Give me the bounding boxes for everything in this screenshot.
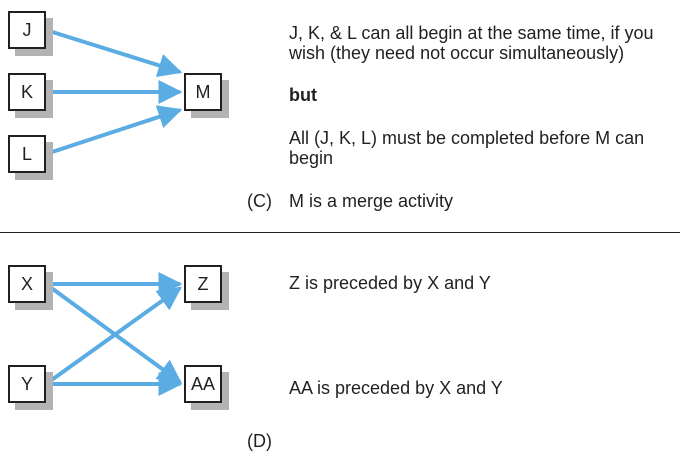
node-m: M xyxy=(184,73,222,111)
arrow-j-to-m xyxy=(45,28,183,77)
c-connector-but: but xyxy=(289,85,317,105)
arrow-x-to-aa xyxy=(44,282,182,384)
arrow-y-to-z xyxy=(44,286,182,386)
c-label: (C) xyxy=(247,191,272,211)
node-l: L xyxy=(8,135,46,173)
c-description-line-2: wish (they need not occur simultaneously… xyxy=(289,43,625,63)
node-aa: AA xyxy=(184,365,222,403)
node-x: X xyxy=(8,265,46,303)
arrow-l-to-m xyxy=(45,105,183,156)
c-condition-line-1: All (J, K, L) must be completed before M… xyxy=(289,128,645,148)
d-z-text: Z is preceded by X and Y xyxy=(289,273,491,293)
node-j: J xyxy=(8,11,46,49)
section-divider xyxy=(0,232,680,233)
c-condition-line-2: begin xyxy=(289,148,334,168)
node-y: Y xyxy=(8,365,46,403)
d-label: (D) xyxy=(247,431,272,451)
node-z: Z xyxy=(184,265,222,303)
d-aa-text: AA is preceded by X and Y xyxy=(289,378,503,398)
node-k: K xyxy=(8,73,46,111)
c-caption: M is a merge activity xyxy=(289,191,454,211)
c-description-line-1: J, K, & L can all begin at the same time… xyxy=(289,23,654,43)
